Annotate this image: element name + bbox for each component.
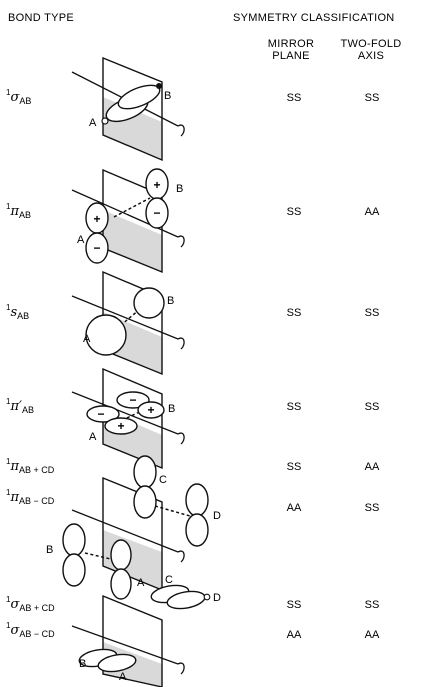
atom-label-b: B <box>46 544 53 556</box>
bond-label: 1πAB − CD <box>6 488 55 506</box>
orbital-b-lower-lobe <box>63 554 85 586</box>
phase-plus-sign: + <box>93 212 100 226</box>
row-pi-ab-plus-cd: 1πAB + CD SS AA <box>6 457 380 475</box>
phase-minus-sign: − <box>129 393 136 407</box>
phase-minus-sign: − <box>97 407 104 421</box>
bond-label: 1σAB + CD <box>6 595 55 613</box>
atom-label-c: C <box>159 474 167 486</box>
atom-label-a: A <box>77 234 85 246</box>
symmetry-classification-heading: SYMMETRY CLASSIFICATION <box>233 12 395 24</box>
atom-label-c: C <box>165 574 173 586</box>
phase-plus-sign: + <box>147 403 154 417</box>
rotation-arrow-icon <box>178 236 184 247</box>
row-sigma-ab: 1σAB SS SS <box>6 88 379 106</box>
mirror-plane-value: SS <box>287 599 302 611</box>
phase-plus-sign: + <box>153 178 160 192</box>
nucleus-d <box>204 594 210 600</box>
atom-label-a: A <box>83 333 91 345</box>
phase-plus-sign: + <box>117 419 124 433</box>
row-sigma-ab-minus-cd: 1σAB − CD AA AA <box>6 621 380 641</box>
orbital-b <box>134 288 164 318</box>
bond-label: 1πAB <box>6 202 31 220</box>
two-fold-axis-value: AA <box>365 206 380 218</box>
bond-label: 1πAB + CD <box>6 457 55 475</box>
row-pi-ab: 1πAB SS AA <box>6 202 380 220</box>
orbital-d-upper-lobe <box>186 484 208 516</box>
mirror-plane-value: SS <box>287 206 302 218</box>
mirror-plane-value: SS <box>287 307 302 319</box>
atom-label-a: A <box>137 577 145 589</box>
rotation-arrow-icon <box>178 338 184 349</box>
mirror-plane-value: AA <box>287 629 302 641</box>
orbital-a-upper-lobe <box>111 540 131 570</box>
two-fold-axis-value: AA <box>365 629 380 641</box>
rotation-arrow-icon <box>178 125 184 136</box>
diagram-pi-ab: + − + − B A <box>72 169 184 272</box>
two-fold-axis-heading-line2: AXIS <box>358 50 384 62</box>
orbital-c-lower-lobe <box>134 486 156 518</box>
bond-label: 1sAB <box>6 303 29 321</box>
bond-label: 1σAB <box>6 88 31 106</box>
two-fold-axis-value: AA <box>365 461 380 473</box>
nucleus-b <box>156 83 162 89</box>
diagram-pi-prime-ab: − + − + B A <box>72 369 184 468</box>
row-s-ab: 1sAB SS SS <box>6 303 379 321</box>
mirror-plane-heading-line1: MIRROR <box>268 38 314 50</box>
atom-label-b: B <box>176 183 183 195</box>
atom-label-a: A <box>89 117 97 129</box>
atom-label-b: B <box>167 295 174 307</box>
mirror-plane-value: SS <box>287 92 302 104</box>
atom-label-a: A <box>89 431 97 443</box>
atom-label-d: D <box>213 592 221 604</box>
orbital-b-upper-lobe <box>63 524 85 556</box>
mirror-plane-value: SS <box>287 461 302 473</box>
orbital-c-upper-lobe <box>134 456 156 488</box>
diagram-sigma-ab: B A <box>72 58 184 160</box>
atom-label-b: B <box>79 658 86 670</box>
two-fold-axis-value: SS <box>365 502 380 514</box>
row-pi-prime-ab: 1π′AB SS SS <box>6 397 379 415</box>
orbital-a <box>86 315 126 355</box>
bond-label: 1π′AB <box>6 397 34 415</box>
phase-minus-sign: − <box>93 241 100 255</box>
bond-label: 1σAB − CD <box>6 621 55 639</box>
atom-label-b: B <box>168 403 175 415</box>
atom-label-d: D <box>213 510 221 522</box>
two-fold-axis-value: SS <box>365 401 380 413</box>
rotation-arrow-icon <box>178 433 184 444</box>
pi-overlap-dashed-line <box>114 198 150 217</box>
mirror-plane-heading-line2: PLANE <box>272 50 310 62</box>
atom-label-b: B <box>164 90 171 102</box>
mirror-plane-value: AA <box>287 502 302 514</box>
nucleus-a <box>102 118 108 124</box>
mirror-plane-value: SS <box>287 401 302 413</box>
two-fold-axis-value: SS <box>365 307 380 319</box>
rotation-arrow-icon <box>178 551 184 562</box>
orbital-d-lower-lobe <box>186 514 208 546</box>
diagram-pi-ab-cd: C D B A <box>46 456 221 599</box>
orbital-a-lower-lobe <box>111 569 131 599</box>
atom-label-a: A <box>119 671 127 683</box>
bond-type-heading: BOND TYPE <box>8 12 74 24</box>
diagram-s-ab: B A <box>72 272 184 374</box>
two-fold-axis-heading-line1: TWO-FOLD <box>340 38 401 50</box>
two-fold-axis-value: SS <box>365 92 380 104</box>
rotation-arrow-icon <box>178 663 184 674</box>
pi-cd-overlap-dashed-line <box>155 506 190 516</box>
diagram-sigma-ab-cd: C D B A <box>72 574 221 687</box>
two-fold-axis-value: SS <box>365 599 380 611</box>
phase-minus-sign: − <box>153 206 160 220</box>
